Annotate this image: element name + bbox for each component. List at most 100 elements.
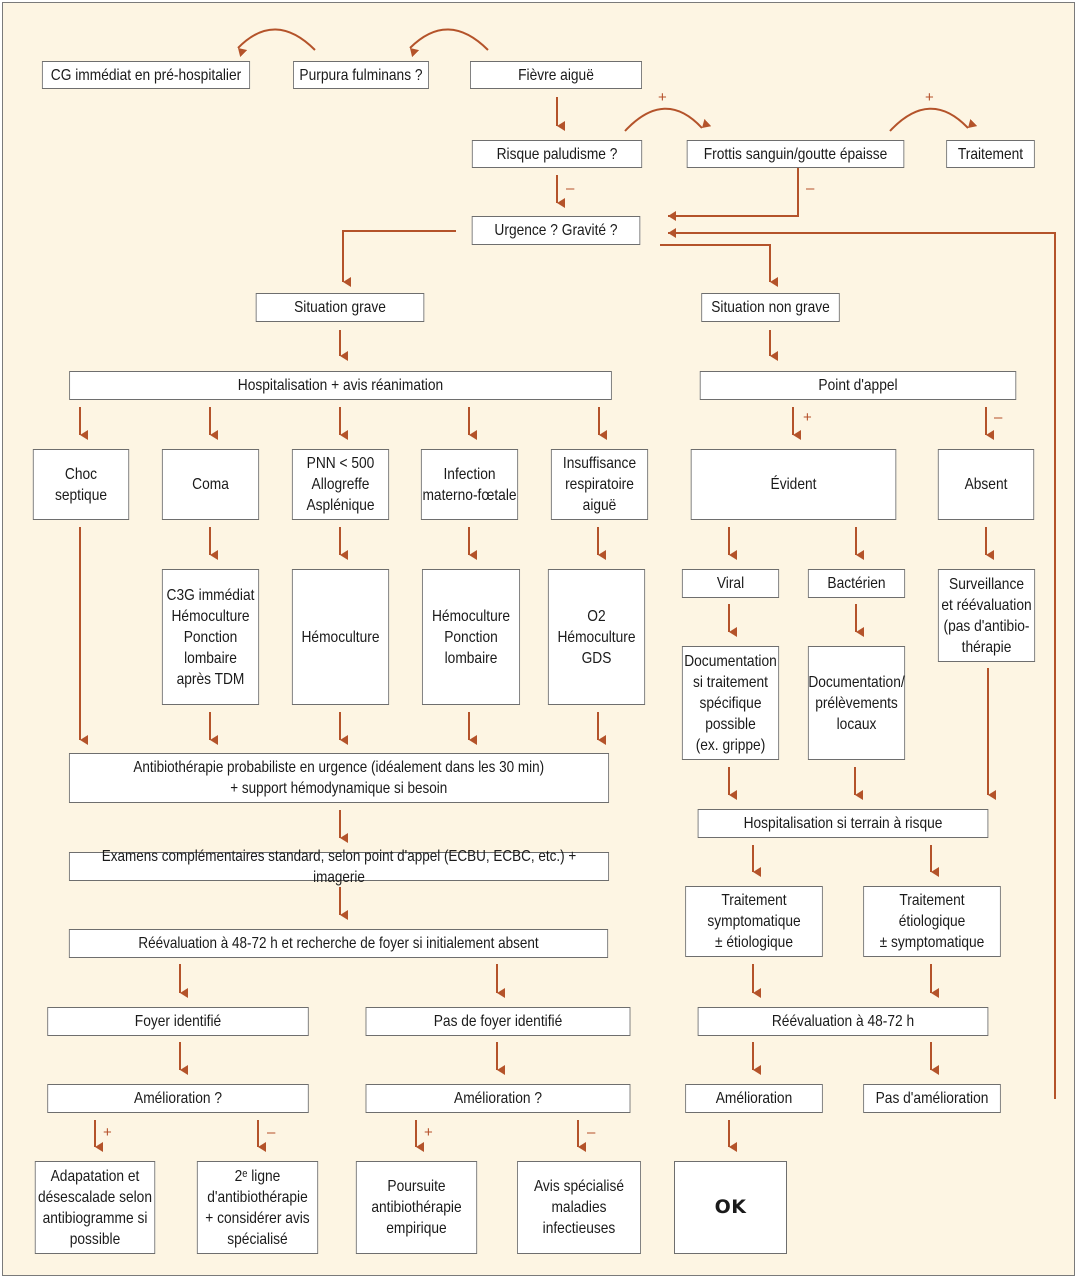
node-label: Pas de foyer identifié (433, 1013, 563, 1030)
node-pas-de-foyer: Pas de foyer identifié (365, 1007, 631, 1036)
sign-point-appel-minus: – (994, 409, 1003, 426)
node-infection-materno-foetale: Infection materno-fœtale (420, 449, 519, 520)
node-label: Coma (192, 476, 229, 493)
node-label: OK (714, 1196, 747, 1218)
node-label: Fièvre aiguë (518, 66, 594, 84)
node-absent: Absent (937, 449, 1035, 520)
node-fievre: Fièvre aiguë (470, 61, 642, 89)
node-label: Insuffisance respiratoire aiguë (562, 455, 637, 514)
node-label: Amélioration ? (454, 1090, 542, 1107)
node-examens-complementaires: Examens complémentaires standard, selon … (68, 848, 610, 886)
node-label: Documentation/ prélèvements locaux (808, 673, 905, 733)
node-label: Réévaluation à 48-72 h et recherche de f… (138, 935, 539, 952)
node-urgence: Urgence ? Gravité ? (471, 216, 641, 245)
node-label: PNN < 500 Allogreffe Asplénique (306, 455, 375, 514)
node-hospitalisation-terrain: Hospitalisation si terrain à risque (697, 809, 989, 838)
node-label: Frottis sanguin/goutte épaisse (703, 145, 888, 163)
node-traitement-etiologique: Traitement étiologique ± symptomatique (863, 886, 1001, 957)
node-hemoculture: Hémoculture (291, 569, 390, 705)
node-label: Amélioration ? (134, 1090, 222, 1107)
node-cg-immediat: CG immédiat en pré-hospitalier (41, 61, 251, 89)
node-antibiotherapie-probabiliste: Antibiothérapie probabiliste en urgence … (68, 753, 610, 803)
node-c3g: C3G immédiat Hémoculture Ponction lombai… (161, 569, 260, 705)
node-label: CG immédiat en pré-hospitalier (50, 66, 242, 84)
node-label: Hémoculture Ponction lombaire (431, 607, 510, 667)
node-amelioration: Amélioration (685, 1084, 823, 1113)
node-bacterien: Bactérien (807, 569, 906, 598)
node-label: Risque paludisme ? (496, 145, 618, 163)
sign-amelioration-2-minus: – (587, 1124, 596, 1141)
node-label: Absent (964, 476, 1008, 493)
node-label: Évident (770, 476, 817, 493)
node-documentation-bacterien: Documentation/ prélèvements locaux (807, 646, 906, 760)
node-adaptation-desescalade: Adapatation et désescalade selon antibio… (34, 1161, 156, 1254)
node-avis-specialise: Avis spécialisé maladies infectieuses (517, 1161, 641, 1254)
node-label: Avis spécialisé maladies infectieuses (533, 1178, 624, 1237)
sign-amelioration-2-plus: + (424, 1124, 433, 1141)
node-label: Bactérien (827, 575, 886, 592)
node-label: Traitement (957, 145, 1024, 163)
node-risque-paludisme: Risque paludisme ? (471, 140, 643, 168)
node-label: 2ᵉ ligne d'antibiothérapie + considérer … (205, 1167, 310, 1248)
node-evident: Évident (690, 449, 897, 520)
node-deuxieme-ligne: 2ᵉ ligne d'antibiothérapie + considérer … (196, 1161, 319, 1254)
node-situation-grave: Situation grave (255, 293, 425, 322)
sign-paludisme-minus: – (566, 180, 575, 197)
node-point-appel: Point d'appel (699, 371, 1017, 400)
node-label: Poursuite antibiothérapie empirique (371, 1178, 462, 1237)
node-ok: OK (674, 1161, 787, 1254)
sign-amelioration-1-plus: + (103, 1124, 112, 1141)
node-amelioration-question-1: Amélioration ? (47, 1084, 309, 1113)
node-label: Hémoculture (301, 628, 380, 646)
node-surveillance: Surveillance et réévaluation (pas d'anti… (937, 569, 1036, 662)
node-label: Choc septique (54, 465, 108, 504)
node-hospitalisation-reanimation: Hospitalisation + avis réanimation (69, 371, 612, 400)
node-choc-septique: Choc septique (32, 449, 130, 520)
node-label: Situation non grave (711, 299, 830, 316)
node-amelioration-question-2: Amélioration ? (365, 1084, 631, 1113)
node-label: Point d'appel (818, 377, 898, 394)
node-label: Traitement étiologique ± symptomatique (879, 892, 985, 951)
node-label: Hospitalisation + avis réanimation (237, 377, 444, 394)
node-foyer-identifie: Foyer identifié (47, 1007, 309, 1036)
node-documentation-viral: Documentation si traitement spécifique p… (681, 646, 780, 760)
node-label: C3G immédiat Hémoculture Ponction lombai… (166, 586, 255, 688)
node-label: Adapatation et désescalade selon antibio… (37, 1167, 152, 1248)
node-insuffisance-respiratoire: Insuffisance respiratoire aiguë (550, 449, 649, 520)
node-label: Amélioration (715, 1090, 793, 1107)
node-label: Documentation si traitement spécifique p… (684, 652, 777, 754)
node-traitement-symptomatique: Traitement symptomatique ± étiologique (685, 886, 823, 957)
node-label: Surveillance et réévaluation (pas d'anti… (941, 575, 1032, 656)
sign-frottis-minus: – (806, 180, 815, 197)
node-poursuite-antibiotherapie: Poursuite antibiothérapie empirique (355, 1161, 478, 1254)
node-o2: O2 Hémoculture GDS (547, 569, 646, 705)
node-label: Urgence ? Gravité ? (494, 222, 618, 239)
sign-paludisme-plus: + (658, 89, 667, 106)
node-reevaluation-4872: Réévaluation à 48-72 h (697, 1007, 989, 1036)
node-label: Hospitalisation si terrain à risque (743, 815, 943, 832)
node-label: Infection materno-fœtale (422, 465, 517, 504)
sign-amelioration-1-minus: – (267, 1124, 276, 1141)
node-viral: Viral (681, 569, 780, 598)
node-frottis: Frottis sanguin/goutte épaisse (686, 140, 905, 168)
node-label: Foyer identifié (134, 1013, 222, 1030)
node-label: Viral (716, 575, 745, 592)
node-pas-amelioration: Pas d'amélioration (863, 1084, 1001, 1113)
node-label: Réévaluation à 48-72 h (771, 1013, 915, 1030)
node-reevaluation-foyer: Réévaluation à 48-72 h et recherche de f… (68, 929, 609, 958)
node-label: Antibiothérapie probabiliste en urgence … (133, 759, 545, 797)
node-pnn: PNN < 500 Allogreffe Asplénique (291, 449, 390, 520)
node-label: Purpura fulminans ? (299, 66, 423, 84)
node-label: Pas d'amélioration (875, 1090, 989, 1107)
sign-frottis-plus: + (925, 89, 934, 106)
node-purpura: Purpura fulminans ? (293, 61, 429, 89)
node-traitement: Traitement (946, 140, 1035, 168)
node-label: Traitement symptomatique ± étiologique (707, 892, 801, 951)
node-label: O2 Hémoculture GDS (557, 607, 636, 667)
node-coma: Coma (161, 449, 260, 520)
node-situation-non-grave: Situation non grave (701, 293, 840, 322)
sign-point-appel-plus: + (803, 409, 812, 426)
node-label: Situation grave (294, 299, 386, 316)
node-hemoculture-ponction: Hémoculture Ponction lombaire (421, 569, 521, 705)
node-label: Examens complémentaires standard, selon … (101, 847, 577, 886)
